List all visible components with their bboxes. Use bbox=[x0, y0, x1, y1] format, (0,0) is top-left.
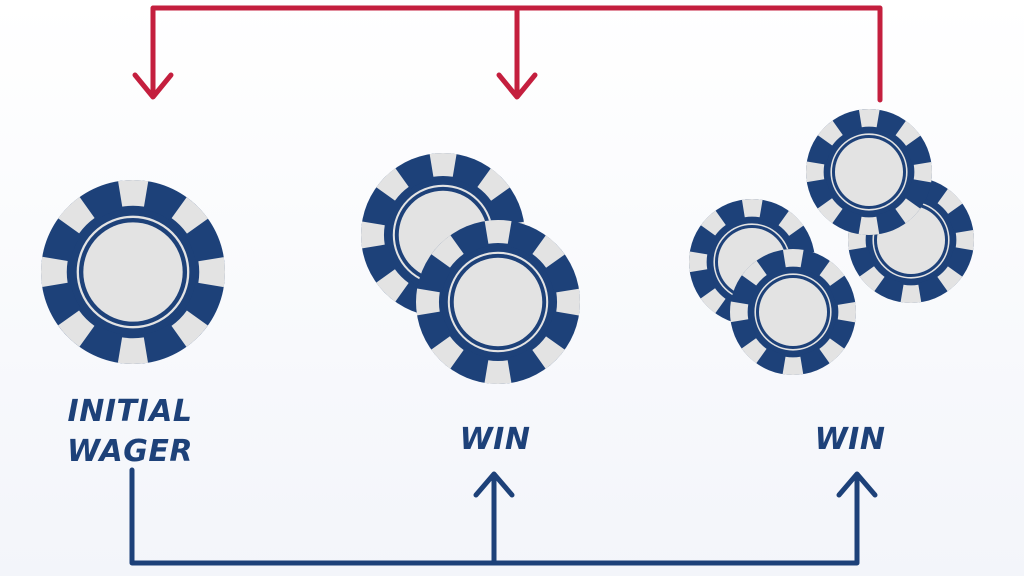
initial-wager-label: INITIAL WAGER bbox=[40, 392, 220, 472]
initial-wager-label-line2: WAGER bbox=[67, 434, 193, 469]
win-label-2: WIN bbox=[814, 422, 886, 457]
bottom-arrow-bracket bbox=[129, 467, 878, 566]
arrow-up-icon bbox=[473, 471, 515, 498]
win-2-chip-group bbox=[689, 108, 975, 376]
poker-chip-icon bbox=[806, 108, 933, 236]
win-1-chip-group bbox=[361, 153, 581, 385]
arrow-down-icon bbox=[496, 72, 538, 100]
top-arrow-bracket bbox=[132, 5, 883, 103]
arrow-down-icon bbox=[132, 72, 174, 100]
arrow-up-icon bbox=[836, 471, 878, 498]
initial-wager-label-line1: INITIAL bbox=[67, 394, 193, 429]
win-label-1: WIN bbox=[459, 422, 531, 457]
initial-wager-chip-group bbox=[40, 180, 226, 365]
poker-chip-icon bbox=[416, 220, 581, 385]
poker-chip-icon bbox=[730, 249, 857, 376]
poker-chip-icon bbox=[40, 180, 226, 365]
poker-chip-icon bbox=[689, 199, 816, 326]
